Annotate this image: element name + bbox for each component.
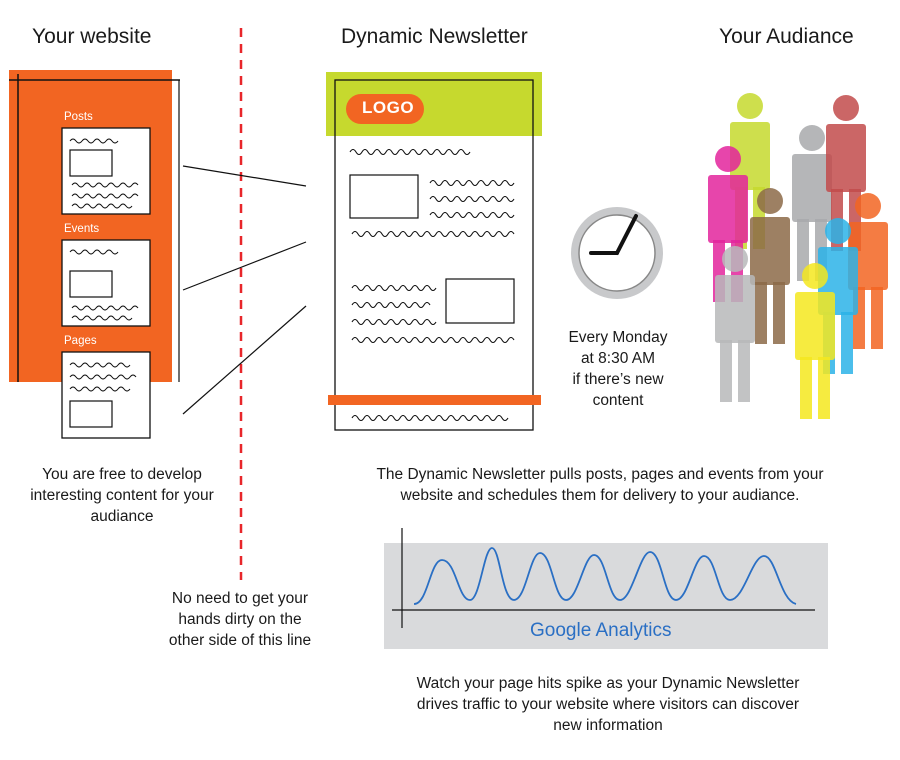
newsletter-illustration: [326, 72, 542, 431]
clock-icon: [571, 207, 663, 299]
website-illustration: [9, 70, 180, 439]
analytics-caption: Watch your page hits spike as your Dynam…: [370, 673, 846, 736]
newsletter-heading: Dynamic Newsletter: [341, 25, 528, 48]
posts-card: [61, 127, 151, 215]
caption-line: website and schedules them for delivery …: [400, 487, 800, 504]
caption-line: audiance: [90, 508, 154, 525]
events-card: [61, 239, 151, 327]
schedule-line: if there’s new: [572, 371, 664, 388]
schedule-line: at 8:30 AM: [580, 350, 656, 367]
people-crowd-icon: [708, 93, 888, 419]
events-label: Events: [64, 223, 100, 235]
newsletter-caption: The Dynamic Newsletter pulls posts, page…: [340, 464, 860, 506]
caption-line: drives traffic to your website where vis…: [416, 696, 800, 713]
newsletter-footer-band: [328, 395, 541, 405]
schedule-line: Every Monday: [568, 329, 668, 346]
logo-badge: [346, 94, 424, 124]
analytics-label: Google Analytics: [530, 620, 672, 641]
audience-heading: Your Audiance: [719, 25, 854, 48]
divider-caption: No need to get your hands dirty on the o…: [150, 588, 330, 651]
caption-line: other side of this line: [168, 632, 312, 649]
pages-card: [61, 351, 151, 439]
connector-lines: [182, 165, 307, 415]
schedule-caption: Every Monday at 8:30 AM if there’s new c…: [552, 327, 684, 411]
caption-line: No need to get your: [171, 590, 309, 607]
caption-line: You are free to develop: [42, 466, 202, 483]
schedule-line: content: [592, 392, 644, 409]
caption-line: interesting content for your: [30, 487, 214, 504]
website-panel: [9, 70, 172, 382]
newsletter-page: [334, 79, 534, 431]
posts-label: Posts: [64, 111, 93, 123]
caption-line: new information: [553, 717, 663, 734]
logo-text: LOGO: [362, 98, 415, 117]
caption-line: hands dirty on the: [178, 611, 302, 628]
website-heading: Your website: [32, 25, 152, 48]
traffic-line: [413, 547, 797, 605]
analytics-panel: [384, 528, 828, 649]
caption-line: The Dynamic Newsletter pulls posts, page…: [376, 466, 824, 483]
website-caption: You are free to develop interesting cont…: [6, 464, 238, 527]
pages-label: Pages: [64, 335, 97, 347]
caption-line: Watch your page hits spike as your Dynam…: [416, 675, 800, 692]
